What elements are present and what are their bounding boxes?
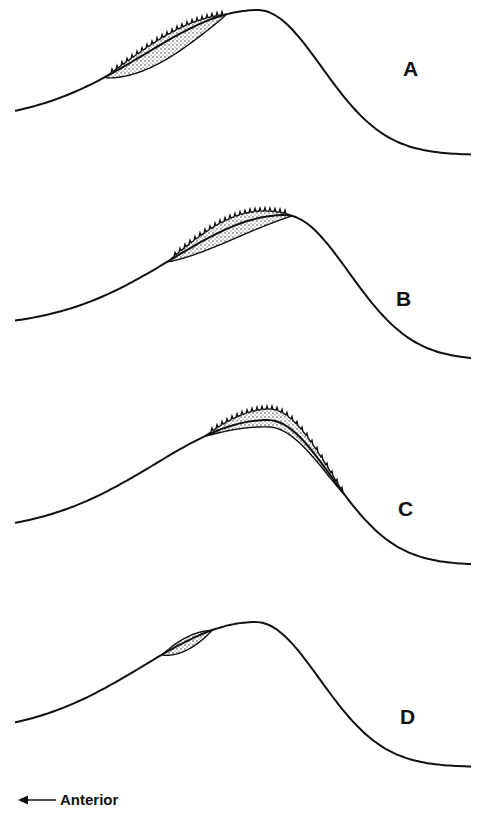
panel-letter: C [398, 498, 413, 519]
hump-profile [15, 622, 471, 766]
profile-line [15, 622, 471, 766]
direction-arrow [18, 796, 56, 805]
panel-letter: A [403, 58, 418, 79]
profile-line [15, 420, 471, 564]
profile-line [15, 10, 471, 154]
profile-line [15, 215, 471, 358]
hump-profile [15, 406, 471, 564]
hump-profile [15, 208, 471, 358]
stippled-lens [205, 406, 345, 495]
panel-letter: D [400, 706, 415, 727]
hump-profile [15, 10, 471, 154]
direction-label: Anterior [60, 792, 118, 807]
panel-letter: B [396, 288, 411, 309]
